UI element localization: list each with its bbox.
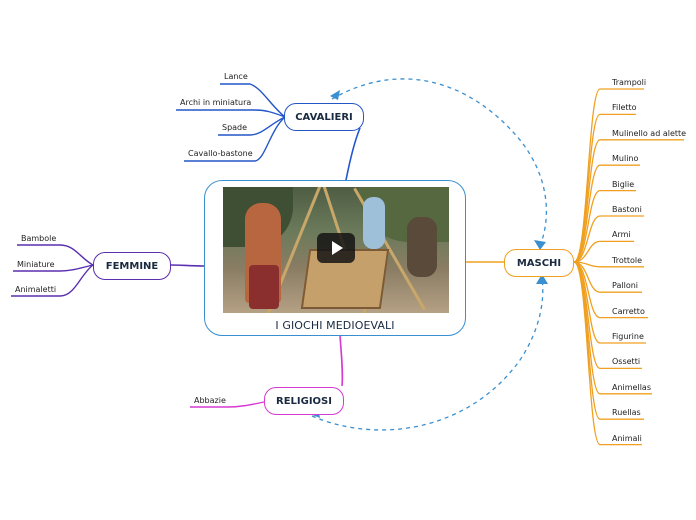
person-shape [407,217,437,277]
leaf-maschi-item[interactable]: Armi [612,230,631,240]
topic-maschi[interactable]: MASCHI [504,249,574,277]
topic-femmine[interactable]: FEMMINE [93,252,171,280]
person-shape [249,265,279,309]
leaf-maschi-item[interactable]: Animellas [612,382,651,392]
leaf-maschi-item[interactable]: Trampoli [612,78,647,87]
connector-lance [220,83,286,118]
leaf-maschi-item[interactable]: Carretto [612,306,645,316]
topic-cavalieri[interactable]: CAVALIERI [284,103,364,131]
relation-cavalieri-maschi [331,78,548,247]
connector-archi [176,109,286,118]
connector-femmine [169,264,205,267]
connector-miniature [13,264,94,272]
arrowhead-maschi-bottom [536,274,548,284]
leaf-maschi-item[interactable]: Mulino [612,154,639,164]
play-icon[interactable] [317,233,355,263]
leaf-maschi-item[interactable]: Filetto [612,103,637,113]
leaf-bambole[interactable]: Bambole [21,234,57,243]
connector-maschi-item [573,164,640,263]
leaf-maschi-item[interactable]: Ossetti [612,357,641,367]
connector-religiosi [339,335,344,387]
person-shape [363,197,385,249]
leaf-maschi-item[interactable]: Animali [612,433,642,443]
leaf-abbazie[interactable]: Abbazie [194,396,226,405]
video-thumbnail[interactable] [223,187,449,313]
leaf-spade[interactable]: Spade [222,123,248,132]
leaf-maschi-item[interactable]: Bastoni [612,205,642,214]
connector-bambole [17,244,94,266]
leaf-lance[interactable]: Lance [224,72,248,81]
leaf-maschi-item[interactable]: Biglie [612,179,635,189]
connector-maschi-item [573,261,644,268]
leaf-maschi-item[interactable]: Figurine [612,332,644,341]
connector-maschi-item [573,215,644,263]
leaf-maschi-item[interactable]: Ruellas [612,408,641,418]
leaf-maschi-item[interactable]: Palloni [612,281,638,291]
leaf-maschi-item[interactable]: Mulinello ad alette [612,128,687,138]
connector-spade [218,116,286,136]
arrowhead-cavalieri [330,90,340,100]
arrowhead-maschi-top [534,240,546,250]
connector-maschi-item [573,139,684,263]
connector-cavalieri [345,127,361,181]
topic-religiosi[interactable]: RELIGIOSI [264,387,344,415]
leaf-animaletti[interactable]: Animaletti [15,285,57,294]
connector-animaletti [11,264,94,297]
leaf-maschi-item[interactable]: Trottole [612,255,643,265]
connector-maschi-item [573,189,636,263]
connector-maschi-item [573,261,642,446]
leaf-miniature[interactable]: Miniature [17,260,55,269]
leaf-cavallo-bastone[interactable]: Cavallo-bastone [188,149,253,158]
connector-cavallo [184,116,286,162]
central-title: I GIOCHI MEDIOEVALI [275,319,395,332]
central-topic[interactable]: I GIOCHI MEDIOEVALI [204,180,466,336]
leaf-archi[interactable]: Archi in miniatura [180,98,252,107]
connector-abbazie [190,401,265,408]
relation-religiosi-maschi [311,277,544,431]
connector-maschi-item [573,240,634,263]
